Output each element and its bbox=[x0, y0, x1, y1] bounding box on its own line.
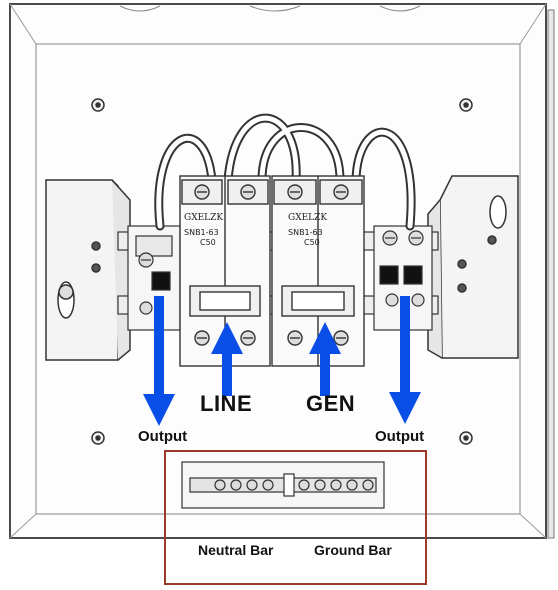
neutral-bar-label: Neutral Bar bbox=[198, 542, 274, 558]
breaker-line bbox=[179, 175, 271, 367]
left-bracket bbox=[45, 179, 131, 361]
breaker-gen bbox=[271, 175, 365, 367]
output-right-label: Output bbox=[375, 428, 425, 445]
enclosure-inner bbox=[35, 43, 521, 515]
bus-bar-highlight-box bbox=[164, 450, 427, 585]
right-bracket bbox=[427, 175, 519, 359]
breaker-gen-brand: GXELZK bbox=[288, 213, 328, 223]
line-label: LINE bbox=[200, 391, 253, 416]
left-output-terminal bbox=[151, 271, 171, 291]
gen-label: GEN bbox=[306, 391, 356, 416]
output-right-arrow bbox=[389, 296, 421, 424]
breaker-line-rating: C50 bbox=[200, 238, 216, 247]
breaker-line-model: SNB1-63 bbox=[184, 228, 219, 237]
breaker-gen-model: SNB1-63 bbox=[288, 228, 323, 237]
line-arrow bbox=[211, 322, 243, 396]
mounting-screws bbox=[91, 98, 473, 445]
right-output-terminal bbox=[403, 265, 423, 285]
output-left-label: Output bbox=[138, 428, 188, 445]
output-left-arrow bbox=[143, 296, 175, 426]
gen-arrow bbox=[309, 322, 341, 396]
breaker-gen-rating: C50 bbox=[304, 238, 320, 247]
bus-bar-strip bbox=[181, 461, 385, 509]
ground-bar-label: Ground Bar bbox=[314, 542, 392, 558]
breaker-line-brand: GXELZK bbox=[184, 213, 224, 223]
